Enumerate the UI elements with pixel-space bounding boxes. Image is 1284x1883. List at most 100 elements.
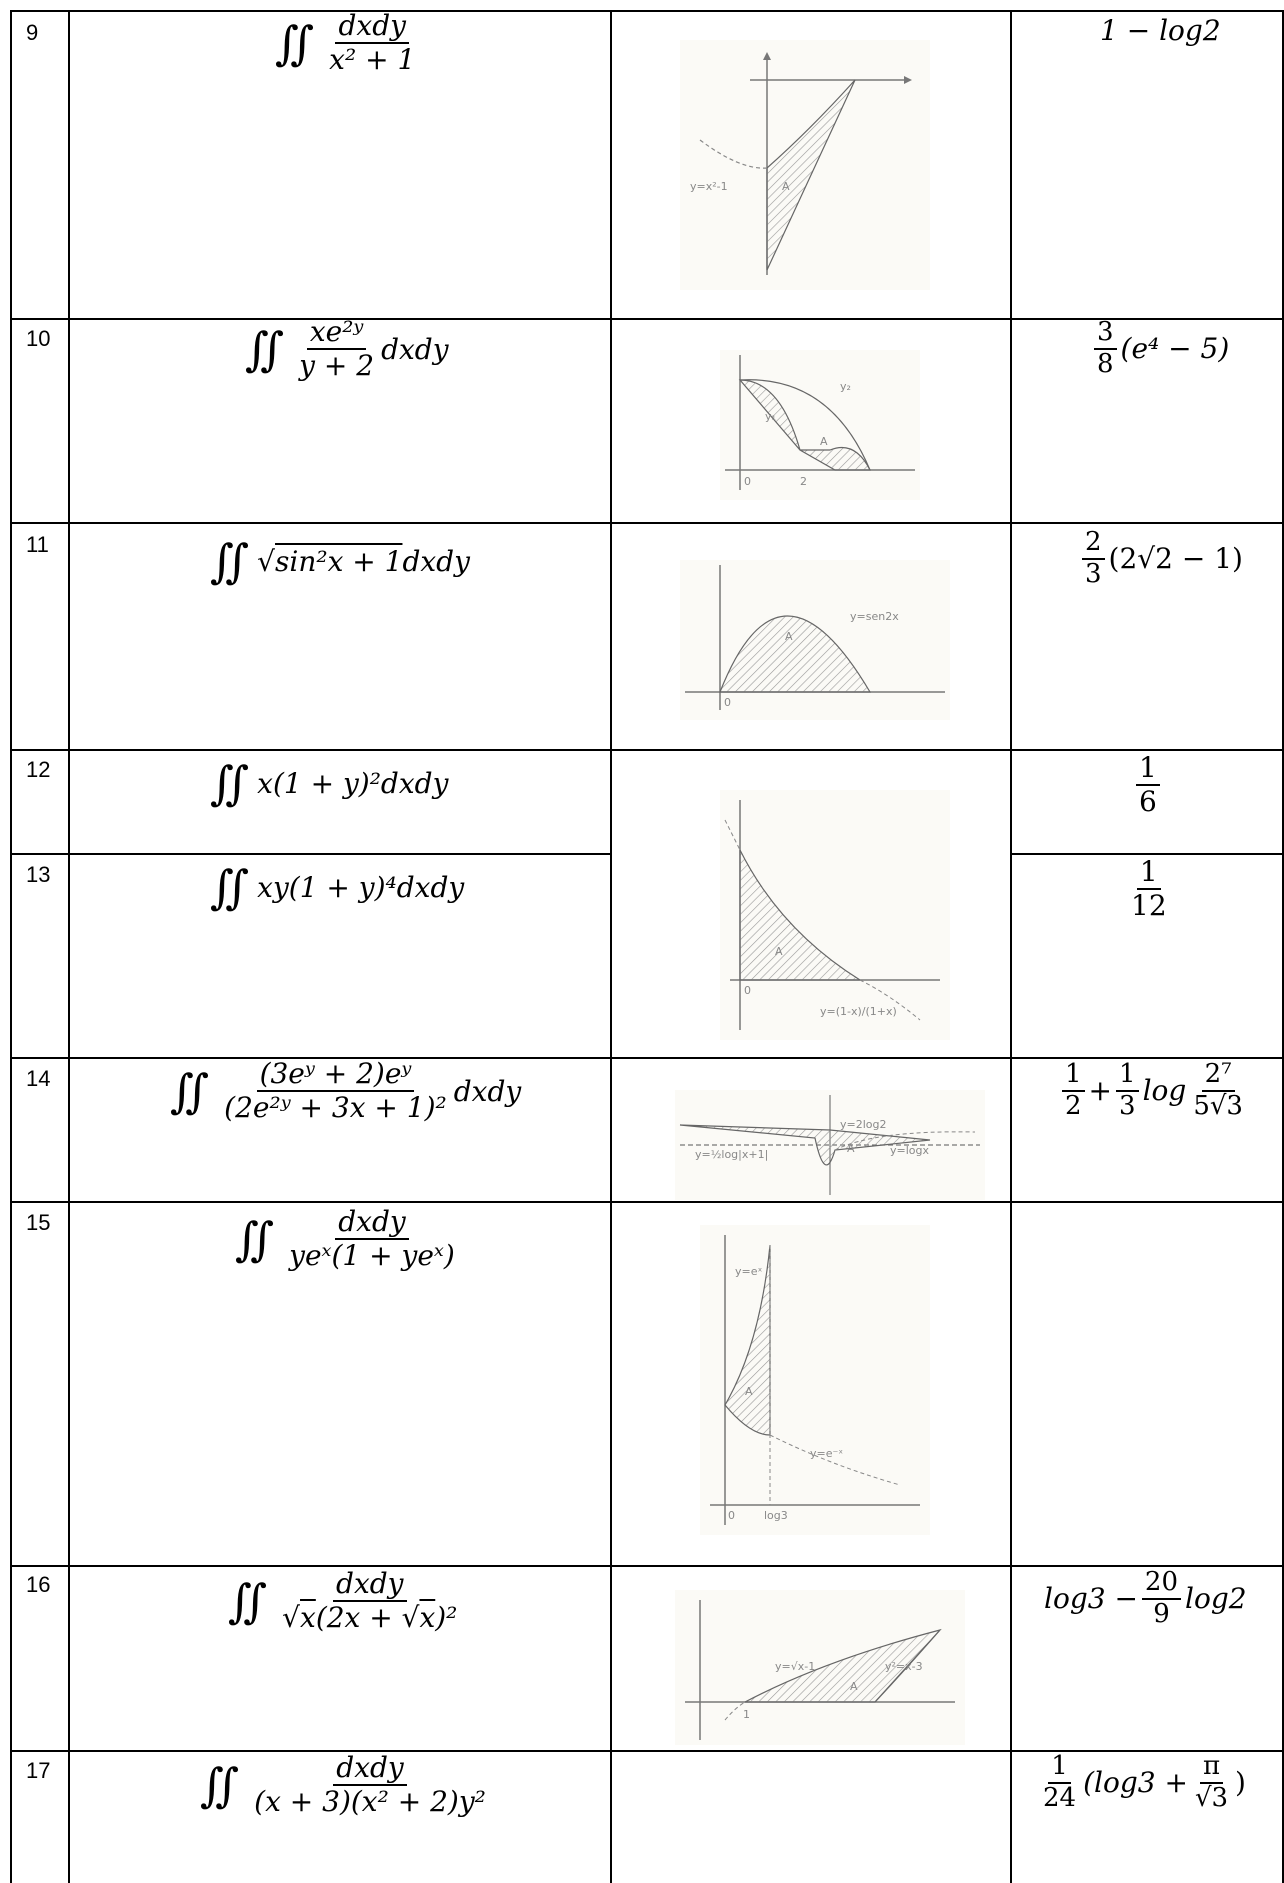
row-line — [10, 1201, 1284, 1203]
curve-label: y=½log|x+1| — [695, 1148, 768, 1161]
row-line — [10, 1057, 1284, 1059]
region-label: A — [785, 630, 793, 643]
fraction: (3eʸ + 2)eʸ (2e²ʸ + 3x + 1)² — [224, 1057, 447, 1125]
row-number: 12 — [26, 757, 51, 782]
fraction: 3 8 — [1094, 317, 1117, 380]
fraction: 1 24 — [1043, 1751, 1077, 1813]
figure-11: A y=sen2x 0 — [680, 560, 950, 720]
double-integral-sign: ∬ — [245, 322, 285, 377]
fraction: π √3 — [1194, 1751, 1229, 1813]
fraction: dxdy √x(2x + √x)² — [282, 1567, 458, 1635]
tick-label: 0 — [744, 475, 751, 488]
double-integral-sign: ∬ — [235, 1212, 275, 1267]
col-line-right — [1282, 10, 1284, 1883]
region-label: A — [775, 945, 783, 958]
integral-17: ∬ dxdy (x + 3)(x² + 2)y² — [200, 1751, 493, 1819]
figure-16: y=√x-1 y²=x-3 A 1 — [675, 1590, 965, 1745]
answer-10: 3 8 (e⁴ − 5) — [1090, 317, 1229, 380]
region-sketch: y₁ y₂ A 0 2 — [725, 355, 915, 490]
curve-label: y²=x-3 — [885, 1660, 923, 1673]
tick-label: 2 — [800, 475, 807, 488]
fraction: 1 12 — [1131, 855, 1167, 923]
double-integral-sign: ∬ — [210, 756, 250, 810]
fraction: 1 6 — [1136, 751, 1160, 818]
row-number: 9 — [26, 20, 39, 45]
tick-label: 1 — [743, 1708, 750, 1721]
region-label: A — [850, 1680, 858, 1693]
region-label: A — [847, 1142, 855, 1155]
row-number: 13 — [26, 862, 51, 887]
answer-9: 1 − log2 — [1100, 14, 1221, 47]
fraction: 1 3 — [1116, 1059, 1139, 1122]
double-integral-sign: ∬ — [210, 860, 250, 914]
double-integral-sign: ∬ — [210, 534, 250, 588]
curve-label: y=logx — [890, 1144, 929, 1157]
row-number: 16 — [26, 1572, 51, 1597]
row-number: 15 — [26, 1210, 51, 1235]
fraction: dxdy yeˣ(1 + yeˣ) — [289, 1205, 455, 1273]
integral-14: ∬ (3eʸ + 2)eʸ (2e²ʸ + 3x + 1)² dxdy — [170, 1057, 522, 1125]
integral-9: ∬ dxdy x² + 1 — [275, 9, 422, 77]
region-sketch: y=eˣ y=e⁻ˣ A 0 log3 — [710, 1235, 920, 1525]
region-label: A — [745, 1385, 753, 1398]
double-integral-sign: ∬ — [228, 1574, 268, 1629]
row-number: 14 — [26, 1066, 51, 1091]
figure-9: y=x²-1 A — [680, 40, 930, 290]
answer-17: 1 24 (log3 + π √3 ) — [1036, 1751, 1246, 1814]
tick-label: 0 — [724, 696, 731, 709]
col-line-figure — [1010, 10, 1012, 1883]
row-line — [10, 10, 1284, 12]
curve-label: y=sen2x — [850, 610, 899, 623]
fraction: 2⁷ 5√3 — [1193, 1059, 1243, 1121]
row-line — [10, 1565, 1284, 1567]
region-sketch: y=x²-1 A — [690, 52, 912, 275]
region-label: A — [782, 180, 790, 193]
region-sketch: y=√x-1 y²=x-3 A 1 — [685, 1600, 955, 1740]
integral-12: ∬ x(1 + y)²dxdy — [210, 756, 449, 810]
region-sketch: A y=sen2x 0 — [685, 565, 945, 710]
curve-label: y₁ — [765, 410, 776, 423]
row-line — [10, 1750, 1284, 1752]
fraction: 2 3 — [1082, 527, 1105, 590]
answer-13: 1 12 — [1124, 855, 1174, 923]
row-line — [10, 318, 1284, 320]
row-number: 10 — [26, 326, 51, 351]
curve-label: y=e⁻ˣ — [810, 1447, 843, 1460]
integral-16: ∬ dxdy √x(2x + √x)² — [228, 1567, 464, 1635]
answer-12: 1 6 — [1132, 751, 1164, 818]
integral-15: ∬ dxdy yeˣ(1 + yeˣ) — [235, 1205, 462, 1273]
fraction: xe²ʸ y + 2 — [299, 315, 375, 383]
figure-14: y=½log|x+1| y=2log2 y=logx A — [675, 1090, 985, 1200]
double-integral-sign: ∬ — [200, 1758, 240, 1813]
integral-13: ∬ xy(1 + y)⁴dxdy — [210, 860, 465, 914]
double-integral-sign: ∬ — [275, 16, 315, 71]
fraction: dxdy x² + 1 — [329, 9, 416, 77]
col-line-integral — [610, 10, 612, 1883]
fraction: 1 2 — [1062, 1059, 1085, 1122]
curve-label: y=x²-1 — [690, 180, 728, 193]
region-sketch: A y=(1-x)/(1+x) 0 — [724, 800, 940, 1030]
row-number: 11 — [26, 532, 49, 557]
answer-11: 2 3 (2√2 − 1) — [1078, 527, 1243, 590]
row-line-partial — [10, 853, 610, 855]
region-sketch: y=½log|x+1| y=2log2 y=logx A — [679, 1095, 980, 1195]
tick-label: 0 — [744, 984, 751, 997]
answer-14: 1 2 + 1 3 log 2⁷ 5√3 — [1058, 1059, 1250, 1122]
integral-10: ∬ xe²ʸ y + 2 dxdy — [245, 315, 449, 383]
curve-label: y₂ — [840, 380, 851, 393]
fraction: 20 9 — [1141, 1567, 1182, 1630]
col-line-num — [68, 10, 70, 1883]
curve-label: y=eˣ — [735, 1265, 762, 1278]
double-integral-sign: ∬ — [170, 1064, 210, 1119]
row-line — [10, 749, 1284, 751]
fraction: dxdy (x + 3)(x² + 2)y² — [254, 1751, 486, 1819]
col-line-left — [10, 10, 12, 1883]
region-label: A — [820, 435, 828, 448]
curve-label: y=(1-x)/(1+x) — [820, 1005, 897, 1018]
curve-label: y=2log2 — [840, 1118, 887, 1131]
figure-10: y₁ y₂ A 0 2 — [720, 350, 920, 500]
integral-11: ∬ √sin²x + 1 dxdy — [210, 534, 470, 588]
tick-label: 0 — [728, 1509, 735, 1522]
answer-16: log3 − 20 9 log2 — [1044, 1567, 1247, 1630]
figure-12-13: A y=(1-x)/(1+x) 0 — [720, 790, 950, 1040]
